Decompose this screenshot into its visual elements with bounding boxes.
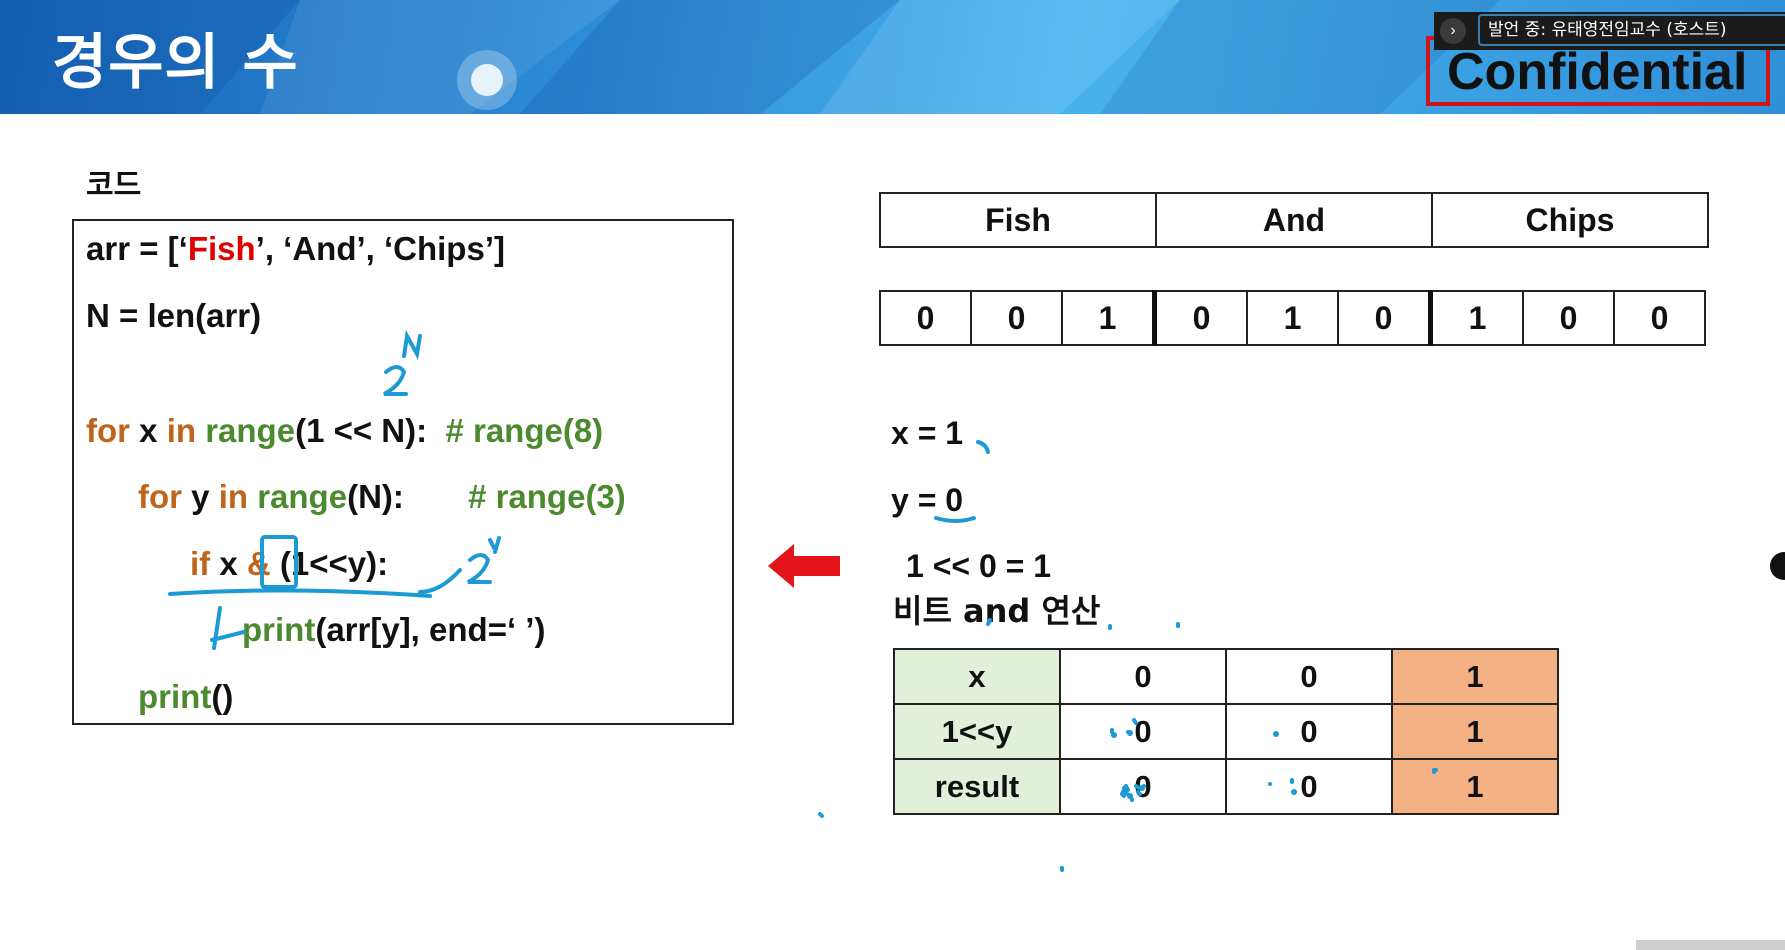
bit-cell: 1	[1246, 290, 1339, 346]
names-cell: And	[1155, 192, 1433, 248]
op-row-label: result	[893, 758, 1061, 815]
op-cell: 0	[1225, 703, 1393, 760]
left-arrow-icon	[768, 544, 840, 588]
op-row-shift: 1<<y 0 0 1	[893, 703, 1559, 760]
bits-table: 0 0 1 0 1 0 1 0 0	[879, 290, 1706, 346]
code-line-7: print()	[138, 678, 234, 715]
bit-cell: 1	[1061, 290, 1157, 346]
shift-expression-line: 1 << 0 = 1	[906, 548, 1052, 584]
bitwise-and-table: x 0 0 1 1<<y 0 0 1 result 0 0 1	[893, 648, 1559, 815]
names-cell: Chips	[1431, 192, 1709, 248]
code-line-1: arr = [‘Fish’, ‘And’, ‘Chips’]	[86, 230, 505, 267]
active-speaker-label: 발언 중: 유태영전임교수 (호스트)	[1478, 14, 1785, 46]
confidential-label: Confidential	[1447, 43, 1748, 101]
op-cell: 0	[1225, 758, 1393, 815]
bit-cell: 0	[879, 290, 972, 346]
op-row-x: x 0 0 1	[893, 648, 1559, 705]
bit-cell: 1	[1429, 290, 1524, 346]
op-row-label: 1<<y	[893, 703, 1061, 760]
slide-title: 경우의 수	[52, 28, 299, 98]
op-cell: 0	[1059, 648, 1227, 705]
code-line-6: print(arr[y], end=‘ ’)	[242, 611, 546, 648]
code-line-3: for x in range(1 << N): # range(8)	[86, 412, 604, 449]
op-row-label: x	[893, 648, 1061, 705]
banner-decoration	[0, 0, 1500, 114]
bit-cell: 0	[1337, 290, 1433, 346]
speaker-indicator-bar	[1434, 12, 1785, 50]
video-thumbnail[interactable]	[1636, 940, 1785, 950]
op-cell: 0	[1059, 703, 1227, 760]
op-cell-highlight: 1	[1391, 648, 1559, 705]
op-cell-highlight: 1	[1391, 703, 1559, 760]
code-box	[72, 219, 734, 725]
chevron-right-icon[interactable]: ›	[1440, 18, 1466, 44]
code-line-5: if x & (1<<y):	[190, 545, 389, 582]
bit-cell: 0	[1153, 290, 1248, 346]
y-value-line: y = 0	[891, 482, 964, 518]
op-cell: 0	[1059, 758, 1227, 815]
names-cell: Fish	[879, 192, 1157, 248]
code-line-4: for y in range(N): # range(3)	[138, 478, 626, 515]
code-line-2: N = len(arr)	[86, 297, 262, 334]
x-value-line: x = 1	[891, 415, 964, 451]
bit-cell: 0	[1613, 290, 1706, 346]
names-table: Fish And Chips	[879, 192, 1709, 248]
bit-cell: 0	[970, 290, 1063, 346]
bitwise-and-caption: 비트 and 연산	[893, 592, 1101, 630]
side-handle[interactable]	[1770, 552, 1785, 580]
code-heading: 코드	[86, 168, 142, 203]
op-cell: 0	[1225, 648, 1393, 705]
op-row-result: result 0 0 1	[893, 758, 1559, 815]
bit-cell: 0	[1522, 290, 1615, 346]
op-cell-highlight: 1	[1391, 758, 1559, 815]
